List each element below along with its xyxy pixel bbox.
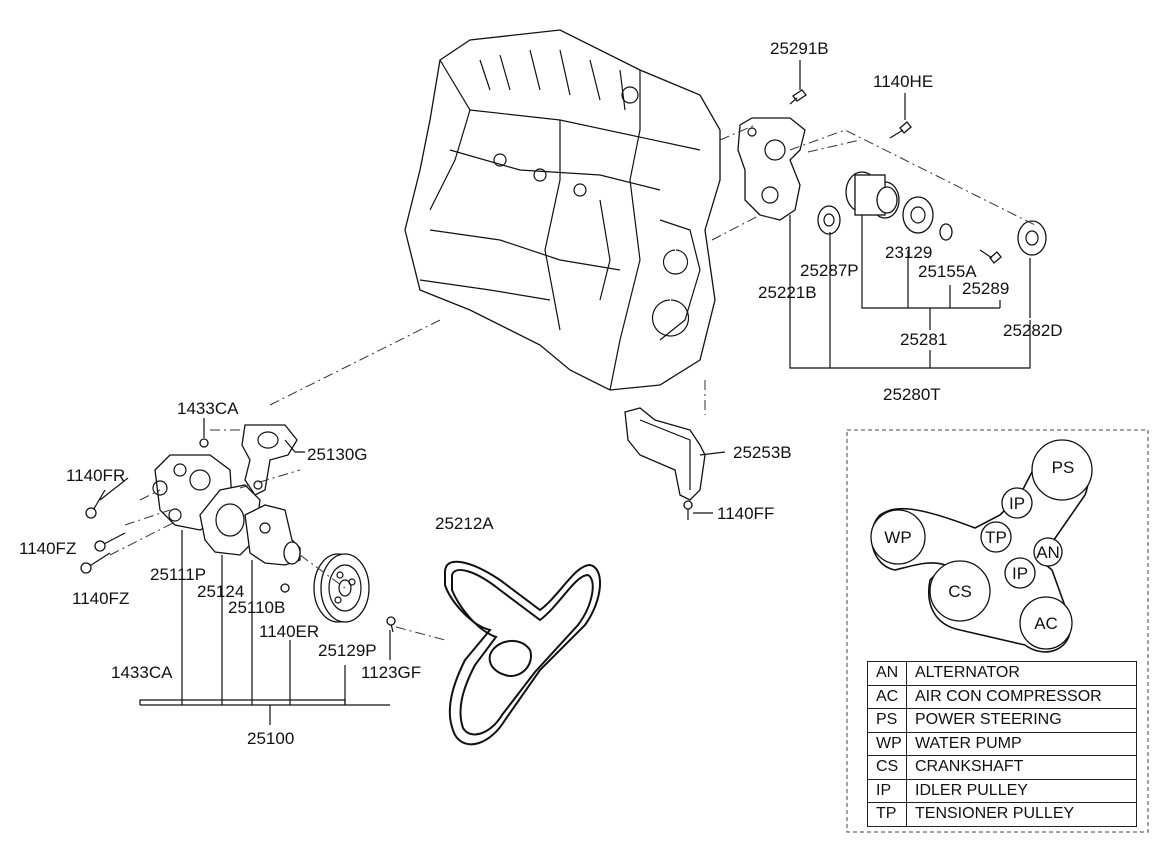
legend-name: CRANKSHAFT — [906, 755, 1137, 780]
belt-routing-inset: PS IP WP TP AN IP CS AC — [846, 429, 1149, 833]
pulley-label-an: AN — [1036, 543, 1060, 562]
pulley-label-cs: CS — [948, 582, 972, 601]
label-25129P[interactable]: 25129P — [318, 641, 377, 660]
legend-name: TENSIONER PULLEY — [906, 802, 1137, 827]
label-1123GF[interactable]: 1123GF — [361, 663, 421, 682]
pulley-ip-upper — [1001, 487, 1033, 519]
label-25281[interactable]: 25281 — [900, 330, 947, 349]
label-25124[interactable]: 25124 — [197, 582, 244, 601]
label-25282D[interactable]: 25282D — [1003, 321, 1063, 340]
label-25289[interactable]: 25289 — [962, 279, 1009, 298]
label-23129[interactable]: 23129 — [885, 243, 932, 262]
pulley-legend-table: AN ALTERNATOR AC AIR CON COMPRESSOR PS P… — [867, 661, 1137, 827]
label-25100[interactable]: 25100 — [247, 729, 294, 748]
pulley-ip-lower — [1004, 557, 1036, 589]
legend-row: IP IDLER PULLEY — [867, 778, 1137, 803]
label-25287P[interactable]: 25287P — [800, 261, 859, 280]
legend-name: ALTERNATOR — [906, 661, 1137, 686]
label-25280T[interactable]: 25280T — [883, 385, 941, 404]
legend-name: WATER PUMP — [906, 731, 1137, 756]
label-1140FZ-b[interactable]: 1140FZ — [72, 589, 129, 608]
pulley-wp — [870, 509, 926, 565]
label-25253B[interactable]: 25253B — [733, 443, 792, 462]
legend-name: AIR CON COMPRESSOR — [906, 684, 1137, 709]
label-1433CA-bottom[interactable]: 1433CA — [111, 663, 173, 682]
label-1433CA-top[interactable]: 1433CA — [177, 399, 239, 418]
pulley-label-tp: TP — [985, 528, 1007, 547]
label-1140HE[interactable]: 1140HE — [873, 72, 933, 91]
legend-row: WP WATER PUMP — [867, 731, 1137, 756]
legend-name: IDLER PULLEY — [906, 778, 1137, 803]
pulley-ps — [1031, 439, 1093, 501]
legend-code: IP — [867, 778, 907, 803]
mounting-bracket-illustration — [624, 407, 706, 520]
water-pump-body-illustration — [244, 504, 301, 566]
label-1140ER[interactable]: 1140ER — [259, 622, 319, 641]
legend-code: AN — [867, 661, 907, 686]
pulley-ac — [1019, 596, 1073, 650]
alignment-lines — [109, 124, 1036, 641]
gasket-illustration — [241, 424, 298, 496]
bolt-illustrations-top — [789, 89, 1002, 264]
part-labels: 25291B 1140HE 25287P 25221B 23129 25155A… — [19, 39, 1063, 748]
label-1140FR[interactable]: 1140FR — [66, 466, 125, 485]
legend-row: AN ALTERNATOR — [867, 661, 1137, 686]
label-25155A[interactable]: 25155A — [918, 262, 977, 281]
legend-row: TP TENSIONER PULLEY — [867, 802, 1137, 827]
legend-code: TP — [867, 802, 907, 827]
label-25291B[interactable]: 25291B — [770, 39, 829, 58]
drive-belt-illustration — [444, 560, 602, 746]
pulley-an — [1033, 537, 1063, 567]
tensioner-bracket-illustration — [737, 117, 806, 221]
pulley-label-wp: WP — [884, 528, 911, 547]
pulley-label-ip-lower: IP — [1012, 564, 1028, 583]
legend-code: WP — [867, 731, 907, 756]
legend-name: POWER STEERING — [906, 708, 1137, 733]
legend-code: CS — [867, 755, 907, 780]
pulley-label-ps: PS — [1052, 458, 1075, 477]
label-25130G[interactable]: 25130G — [307, 445, 368, 464]
tensioner-pulley-illustration — [845, 171, 900, 219]
pulley-tp — [980, 521, 1012, 553]
leader-lines — [99, 60, 1031, 725]
pulley-cs — [929, 560, 991, 622]
label-25221B[interactable]: 25221B — [758, 283, 817, 302]
bolt-illustrations-left — [80, 438, 396, 633]
label-1140FF[interactable]: 1140FF — [717, 504, 774, 523]
engine-block-illustration — [404, 29, 721, 391]
legend-row: AC AIR CON COMPRESSOR — [867, 684, 1137, 709]
pulley-label-ip-upper: IP — [1009, 494, 1025, 513]
label-25212A[interactable]: 25212A — [435, 514, 494, 533]
label-25111P[interactable]: 25111P — [150, 565, 206, 584]
water-pump-pulley-illustration — [313, 553, 370, 623]
idler-pulley-illustration — [817, 196, 1047, 256]
legend-code: PS — [867, 708, 907, 733]
label-25110B[interactable]: 25110B — [228, 598, 285, 617]
legend-row: PS POWER STEERING — [867, 708, 1137, 733]
pulley-label-ac: AC — [1034, 614, 1058, 633]
legend-code: AC — [867, 684, 907, 709]
label-1140FZ-a[interactable]: 1140FZ — [19, 539, 76, 558]
legend-row: CS CRANKSHAFT — [867, 755, 1137, 780]
